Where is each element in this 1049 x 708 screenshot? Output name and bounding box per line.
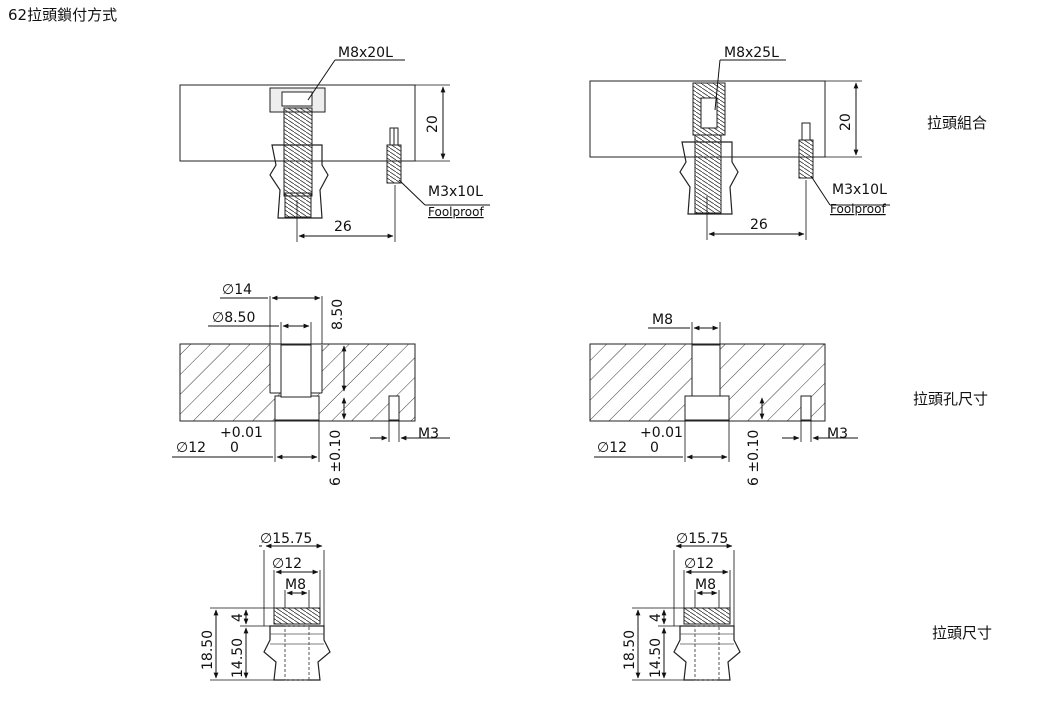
hole-left-pilot-depth-label: 6 ±0.10 <box>328 430 344 486</box>
stud-left-outer-label: ∅15.75 <box>260 531 312 547</box>
hole-right-pin-label: M3 <box>827 426 848 442</box>
assembly-left-pin-note: Foolproof <box>428 205 484 219</box>
hole-right <box>589 322 858 462</box>
assembly-left-height-label: 20 <box>425 115 441 133</box>
assembly-right-bolt-label: M8x25L <box>724 45 779 61</box>
stud-right-inner-label: ∅12 <box>684 556 714 572</box>
stud-left-inner-label: ∅12 <box>272 556 302 572</box>
assembly-right-pin-label: M3x10L <box>832 182 887 198</box>
stud-right-step-label: 4 <box>648 613 664 622</box>
hole-left-depth-label: 8.50 <box>330 299 346 330</box>
stud-left-step-label: 4 <box>230 613 246 622</box>
hole-left-tol-label: +0.01 <box>220 425 263 441</box>
hole-right-pilot-depth-label: 6 ±0.10 <box>746 430 762 486</box>
stud-right-thread-label: M8 <box>695 577 716 593</box>
assembly-right <box>589 59 890 240</box>
assembly-left-bolt-label: M8x20L <box>338 45 393 61</box>
hole-right-tol-label: +0.01 <box>640 425 683 441</box>
hole-left-through-label: ∅8.50 <box>212 310 255 326</box>
hole-left <box>172 295 450 462</box>
stud-left-total-label: 18.50 <box>200 630 216 670</box>
page-title: 62拉頭鎖付方式 <box>8 6 118 24</box>
row-label-assembly: 拉頭組合 <box>927 114 988 132</box>
hole-left-tol-low-label: 0 <box>230 440 239 456</box>
hole-left-pin-label: M3 <box>418 426 439 442</box>
stud-left <box>210 543 331 681</box>
stud-left-body-label: 14.50 <box>230 638 246 678</box>
stud-right <box>632 543 741 681</box>
assembly-right-height-label: 20 <box>838 113 854 131</box>
assembly-left-pin-label: M3x10L <box>428 184 483 200</box>
hole-right-tol-low-label: 0 <box>650 440 659 456</box>
stud-right-outer-label: ∅15.75 <box>676 531 728 547</box>
hole-right-pilot-label: ∅12 <box>597 440 627 456</box>
assembly-right-offset-label: 26 <box>750 217 768 233</box>
stud-right-total-label: 18.50 <box>622 630 638 670</box>
row-label-stud-size: 拉頭尺寸 <box>932 624 993 642</box>
hole-left-counterbore-label: ∅14 <box>222 282 252 298</box>
hole-right-thread-label: M8 <box>652 312 673 328</box>
stud-right-body-label: 14.50 <box>648 638 664 678</box>
assembly-left <box>179 59 490 242</box>
assembly-left-offset-label: 26 <box>334 219 352 235</box>
stud-left-thread-label: M8 <box>285 577 306 593</box>
row-label-hole-size: 拉頭孔尺寸 <box>913 390 989 408</box>
hole-left-pilot-label: ∅12 <box>176 440 206 456</box>
assembly-right-pin-note: Foolproof <box>830 202 886 216</box>
